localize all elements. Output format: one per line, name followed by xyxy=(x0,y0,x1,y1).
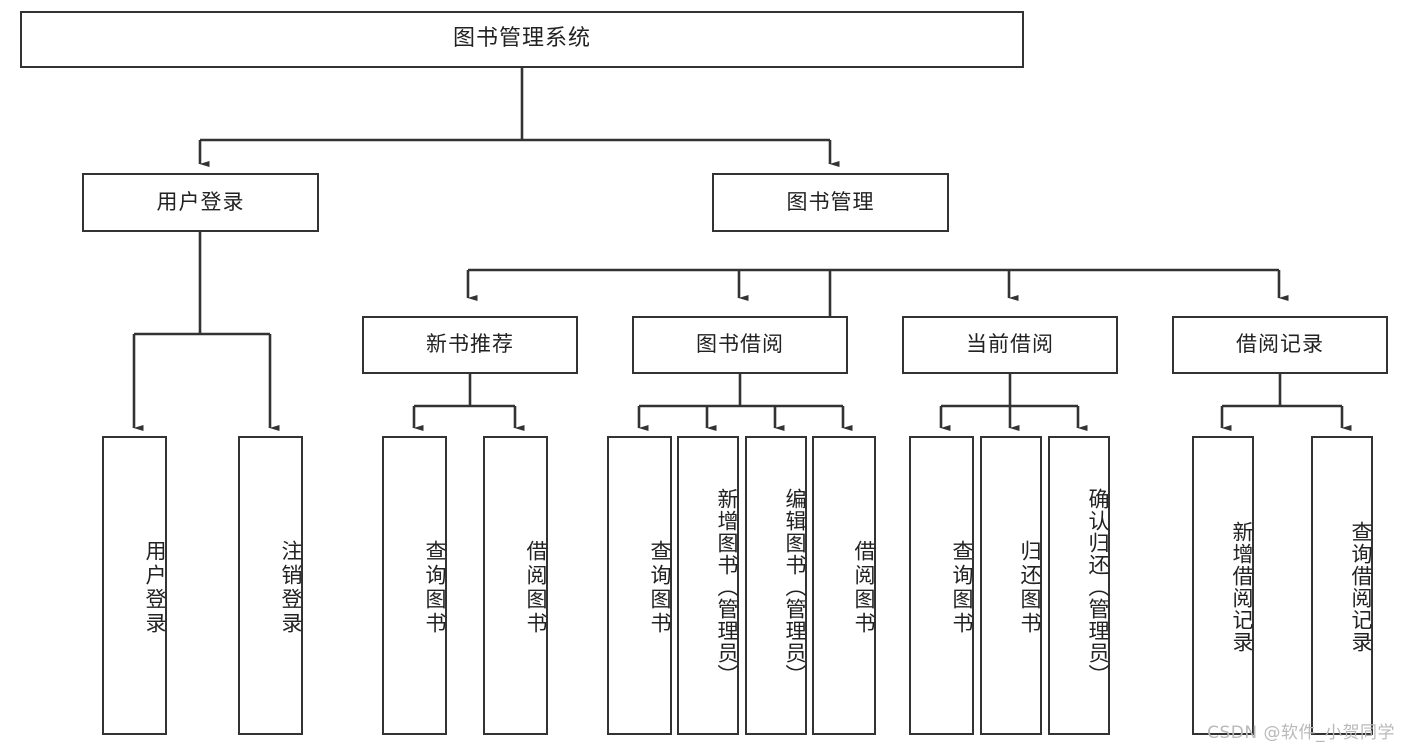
node-leaf-borrow-book-recommend[interactable]: 借阅图书 xyxy=(483,436,548,735)
node-leaf-query-book-current[interactable]: 查询图书 xyxy=(909,436,974,735)
node-leaf-query-book-borrow[interactable]: 查询图书 xyxy=(607,436,672,735)
node-submodule-borrow-record[interactable]: 借阅记录 xyxy=(1172,316,1388,374)
node-leaf-add-book-admin[interactable]: 新增图书（管理员） xyxy=(677,436,739,735)
node-leaf-confirm-return-admin[interactable]: 确认归还（管理员） xyxy=(1048,436,1110,735)
node-submodule-new-book-recommend[interactable]: 新书推荐 xyxy=(362,316,578,374)
csdn-watermark: CSDN @软件_小贺同学 xyxy=(1207,723,1395,743)
node-leaf-edit-book-admin[interactable]: 编辑图书（管理员） xyxy=(745,436,807,735)
node-leaf-return-book[interactable]: 归还图书 xyxy=(980,436,1042,735)
node-submodule-current-borrow[interactable]: 当前借阅 xyxy=(902,316,1118,374)
node-module-user-login[interactable]: 用户登录 xyxy=(82,173,319,232)
node-leaf-logout[interactable]: 注销登录 xyxy=(238,436,303,735)
node-leaf-query-borrow-record[interactable]: 查询借阅记录 xyxy=(1311,436,1373,735)
node-leaf-user-login[interactable]: 用户登录 xyxy=(102,436,167,735)
node-leaf-add-borrow-record[interactable]: 新增借阅记录 xyxy=(1192,436,1254,735)
node-module-book-management[interactable]: 图书管理 xyxy=(712,173,949,232)
node-leaf-borrow-book[interactable]: 借阅图书 xyxy=(812,436,876,735)
node-root-system[interactable]: 图书管理系统 xyxy=(20,11,1024,68)
node-leaf-query-book-recommend[interactable]: 查询图书 xyxy=(382,436,447,735)
node-submodule-book-borrow[interactable]: 图书借阅 xyxy=(632,316,848,374)
